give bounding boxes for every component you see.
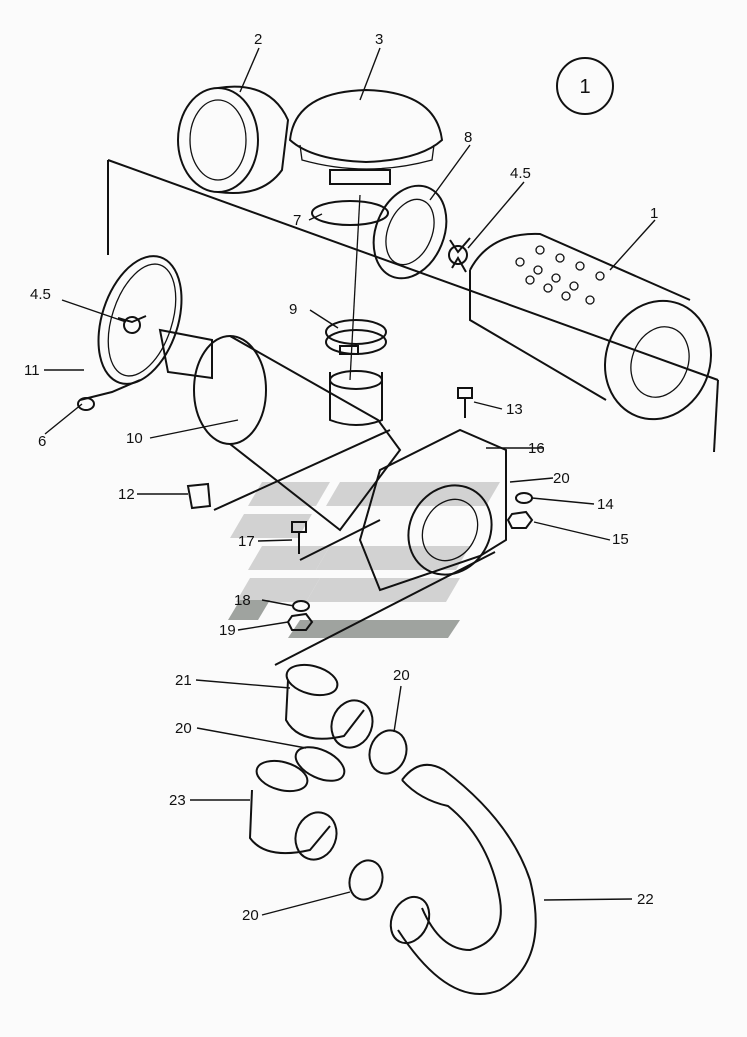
callout-13: 13 [506, 401, 523, 418]
part-4-5-wing-nut-upper [448, 237, 471, 273]
part-9-hose-clamp [325, 319, 387, 355]
callout-7: 7 [293, 212, 301, 229]
callout-21: 21 [175, 672, 192, 689]
part-21-hose-upper [284, 663, 374, 749]
callout-20-left: 20 [175, 720, 192, 737]
callout-11: 11 [24, 362, 40, 379]
part-16-bracket [358, 428, 507, 592]
callout-19: 19 [219, 622, 236, 639]
part-4-5-wing-nut-lower [117, 315, 147, 334]
part-1-filter-element [469, 232, 712, 421]
part-22-elbow-pipe [389, 763, 537, 995]
part-11-clamp-ring [97, 255, 183, 385]
part-13-bolt [457, 387, 473, 418]
part-23-hose-lower [248, 759, 338, 861]
part-2-dust-cup [177, 85, 290, 194]
callout-20-upper: 20 [553, 470, 570, 487]
part-8-baffle [372, 184, 448, 280]
part-10-housing [158, 328, 402, 532]
part-6-latch [77, 379, 141, 411]
part-12-plug [186, 482, 212, 510]
callout-18: 18 [234, 592, 251, 609]
part-20-clamp-a [368, 729, 408, 775]
assembly-frame-lines [107, 159, 719, 666]
callout-3: 3 [375, 31, 383, 48]
callout-6: 6 [38, 433, 46, 450]
part-7-o-ring [311, 200, 389, 226]
part-18-washer [292, 600, 310, 612]
callout-8: 8 [464, 129, 472, 146]
callout-2: 2 [254, 31, 262, 48]
figure-number-badge: 1 [556, 57, 614, 115]
part-20-clamp-c [348, 859, 384, 901]
callout-4-5-upper: 4.5 [510, 165, 531, 182]
callout-4-5-lower: 4.5 [30, 286, 51, 303]
figure-number: 1 [579, 76, 590, 98]
callout-23: 23 [169, 792, 186, 809]
part-15-nut [506, 510, 534, 529]
callout-15: 15 [612, 531, 629, 548]
callout-12: 12 [118, 486, 135, 503]
callout-22: 22 [637, 891, 654, 908]
part-14-washer [515, 492, 533, 504]
callout-labels: 1 2 3 4.5 4.5 6 7 8 9 10 11 12 13 14 15 … [24, 31, 658, 924]
leader-lines [44, 47, 656, 916]
callout-9: 9 [289, 301, 297, 318]
callout-20-bottom: 20 [242, 907, 259, 924]
callout-1: 1 [650, 205, 658, 222]
part-20-clamp-b [294, 746, 346, 782]
callout-14: 14 [597, 496, 614, 513]
callout-20-right: 20 [393, 667, 410, 684]
watermark-logo [228, 482, 500, 638]
callout-16: 16 [528, 440, 545, 457]
part-3-cap [288, 88, 444, 185]
callout-17: 17 [238, 533, 255, 550]
callout-10: 10 [126, 430, 143, 447]
part-17-bolt [291, 521, 307, 554]
